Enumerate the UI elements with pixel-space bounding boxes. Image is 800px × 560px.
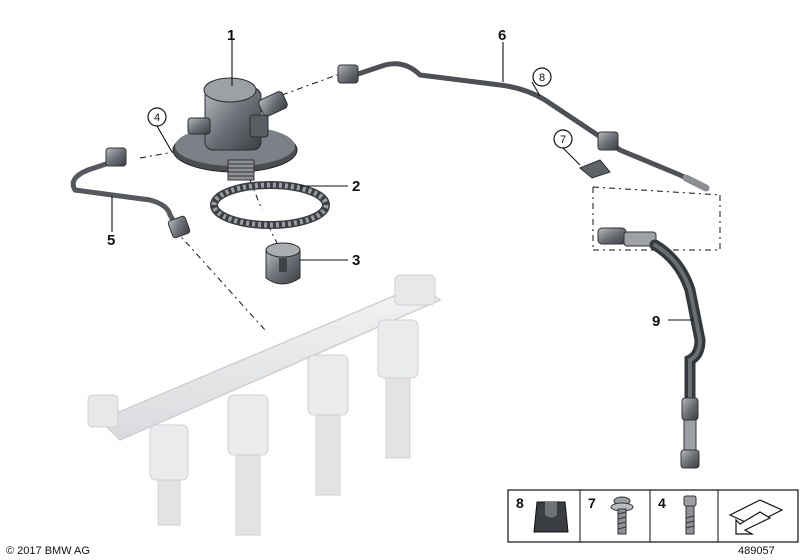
fuel-feed-line-5 [70, 147, 191, 239]
copyright-text: © 2017 BMW AG [6, 545, 90, 557]
legend-cell-8: 8 [516, 495, 569, 533]
sealing-ring-2 [210, 181, 330, 229]
injector-1-ghost [149, 424, 189, 526]
injector-2-ghost [227, 394, 269, 536]
callout-9: 9 [652, 313, 660, 330]
legend-cell-7: 7 [588, 495, 634, 535]
callout-6: 6 [498, 27, 506, 44]
callout-2: 2 [352, 178, 360, 195]
callout-4: 4 [154, 112, 160, 124]
high-pressure-line-6 [337, 61, 710, 192]
leader-lines [111, 40, 694, 321]
injector-4-ghost [377, 319, 419, 459]
screw-with-collar-icon [610, 496, 634, 535]
callout-3: 3 [352, 252, 360, 269]
legend-cell-4: 4 [658, 495, 697, 535]
pump-spring [227, 159, 255, 181]
bolt-icon [683, 495, 697, 535]
injector-3-ghost [307, 354, 349, 496]
bracket-7 [579, 159, 611, 179]
callout-7: 7 [560, 134, 566, 146]
high-pressure-pump-1 [172, 77, 298, 181]
direction-arrow-icon [728, 499, 784, 535]
rubber-grommet-icon [533, 501, 569, 533]
legend-num-7: 7 [588, 495, 596, 511]
legend-num-8: 8 [516, 495, 524, 511]
roller-tappet-3 [265, 242, 301, 285]
diagram-number: 489057 [738, 545, 775, 557]
legend-num-4: 4 [658, 495, 666, 511]
callout-4-circle: 4 [147, 107, 167, 127]
parts-legend: 8 7 4 [507, 489, 799, 543]
callout-5: 5 [107, 232, 115, 249]
callout-8: 8 [539, 72, 545, 84]
callout-8-circle: 8 [532, 67, 552, 87]
callout-1: 1 [227, 27, 235, 44]
callout-7-circle: 7 [553, 129, 573, 149]
legend-cell-direction [728, 499, 784, 535]
fuel-hose-9 [597, 227, 706, 469]
fuel-rail-ghost [87, 274, 442, 536]
